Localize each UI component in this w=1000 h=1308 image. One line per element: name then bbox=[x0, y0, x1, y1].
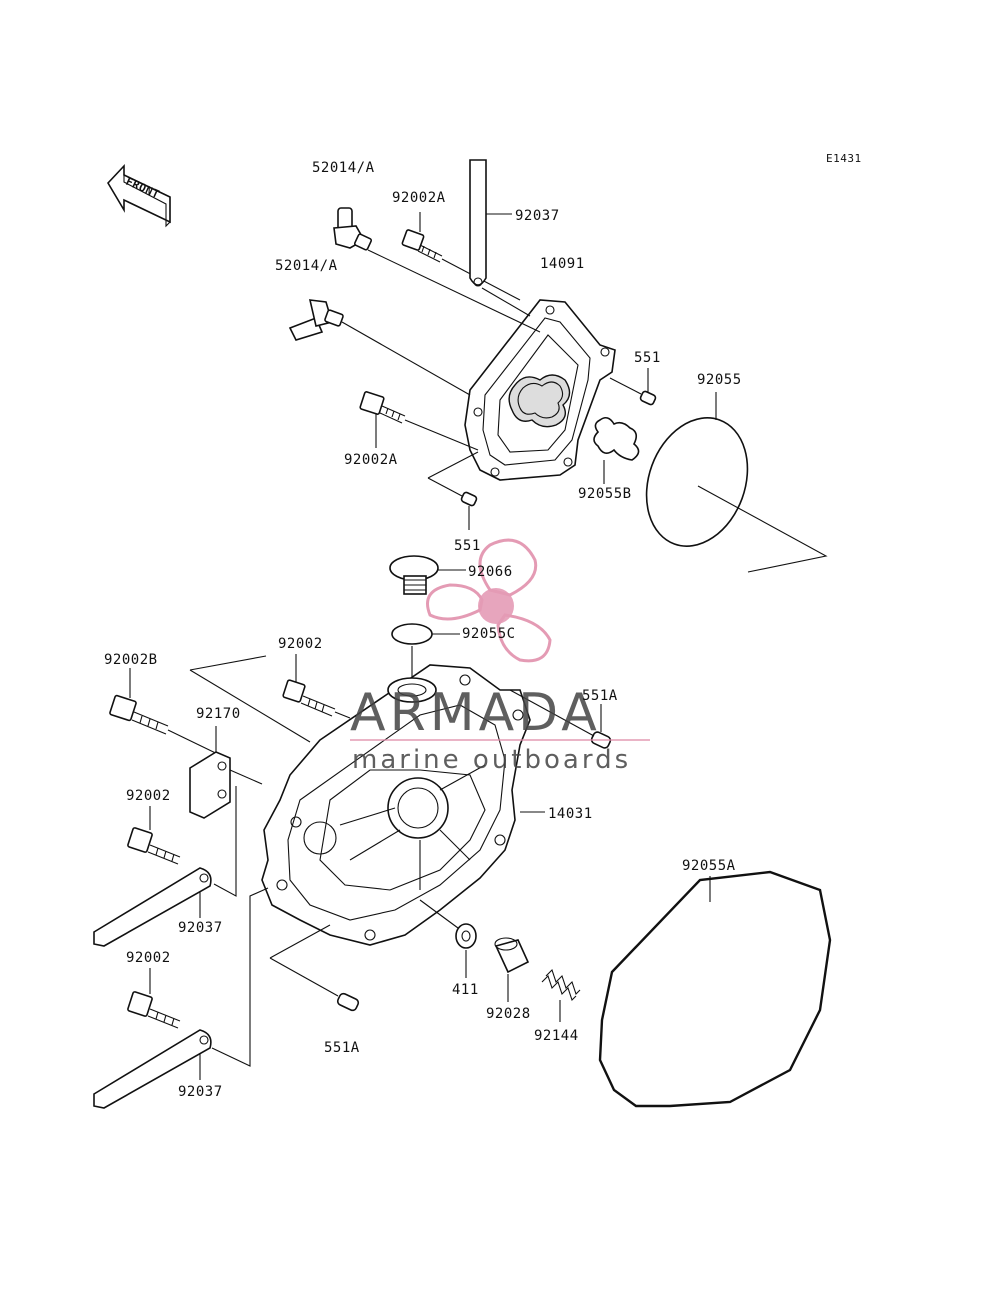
strap-92037-top bbox=[469, 159, 531, 317]
label-52014a-top: 52014/A bbox=[312, 160, 375, 176]
label-551-right: 551 bbox=[634, 350, 661, 366]
spring-92144 bbox=[541, 968, 581, 1022]
diagram-code: E1431 bbox=[826, 152, 862, 165]
label-411: 411 bbox=[452, 982, 479, 998]
part-labels: 52014/A 92002A 92037 14091 52014/A 551 9… bbox=[104, 160, 742, 1100]
propeller-logo-icon bbox=[426, 538, 552, 663]
bolt-92002-mid bbox=[127, 806, 181, 865]
label-14031: 14031 bbox=[548, 806, 593, 822]
label-92066: 92066 bbox=[468, 564, 513, 580]
seal-92055b bbox=[593, 416, 640, 484]
fitting-52014a-top bbox=[333, 207, 541, 333]
bolt-92002a-top bbox=[401, 212, 521, 301]
label-92002a-top: 92002A bbox=[392, 190, 446, 206]
label-551a-low: 551A bbox=[324, 1040, 360, 1056]
washer-411 bbox=[419, 899, 477, 978]
pump-cover-14091 bbox=[464, 299, 616, 481]
strap-92037-low bbox=[93, 887, 269, 1109]
label-92170: 92170 bbox=[196, 706, 241, 722]
label-92055: 92055 bbox=[697, 372, 742, 388]
dowel-551-mid bbox=[427, 451, 479, 530]
label-551-mid: 551 bbox=[454, 538, 481, 554]
watermark-tagline: marine outboards bbox=[352, 745, 631, 775]
bracket-92170 bbox=[189, 726, 263, 819]
label-92144: 92144 bbox=[534, 1028, 579, 1044]
label-92037-mid: 92037 bbox=[178, 920, 223, 936]
label-92002-top: 92002 bbox=[278, 636, 323, 652]
label-92002-mid: 92002 bbox=[126, 788, 171, 804]
front-arrow-icon: FRONT bbox=[107, 163, 171, 228]
label-52014a-mid: 52014/A bbox=[275, 258, 338, 274]
dowel-551a-low bbox=[269, 924, 360, 1012]
label-92055c: 92055C bbox=[462, 626, 516, 642]
gasket-92055a bbox=[598, 870, 832, 1108]
bolt-92002-top bbox=[282, 654, 351, 719]
armada-watermark: ARMADA marine outboards bbox=[350, 538, 650, 775]
plug-92066 bbox=[389, 555, 466, 595]
label-92055a: 92055A bbox=[682, 858, 736, 874]
watermark-brand: ARMADA bbox=[350, 683, 601, 743]
label-92002-low: 92002 bbox=[126, 950, 171, 966]
case-14031 bbox=[261, 664, 545, 946]
label-92028: 92028 bbox=[486, 1006, 531, 1022]
label-92002b: 92002B bbox=[104, 652, 158, 668]
label-92037-low: 92037 bbox=[178, 1084, 223, 1100]
bolt-92002-low bbox=[127, 968, 181, 1029]
label-92055b: 92055B bbox=[578, 486, 632, 502]
strap-92037-mid bbox=[93, 786, 237, 947]
bolt-92002a-mid bbox=[359, 391, 479, 451]
label-14091: 14091 bbox=[540, 256, 585, 272]
dowel-551-right bbox=[609, 368, 657, 406]
bolt-92002b bbox=[109, 655, 311, 761]
label-551a-right: 551A bbox=[582, 688, 618, 704]
fitting-52014a-mid bbox=[288, 299, 471, 396]
oring-92055 bbox=[645, 392, 828, 573]
label-92037-top: 92037 bbox=[515, 208, 560, 224]
label-92002a-mid: 92002A bbox=[344, 452, 398, 468]
collar-92028 bbox=[494, 937, 530, 1002]
oring-92055c bbox=[391, 623, 460, 680]
